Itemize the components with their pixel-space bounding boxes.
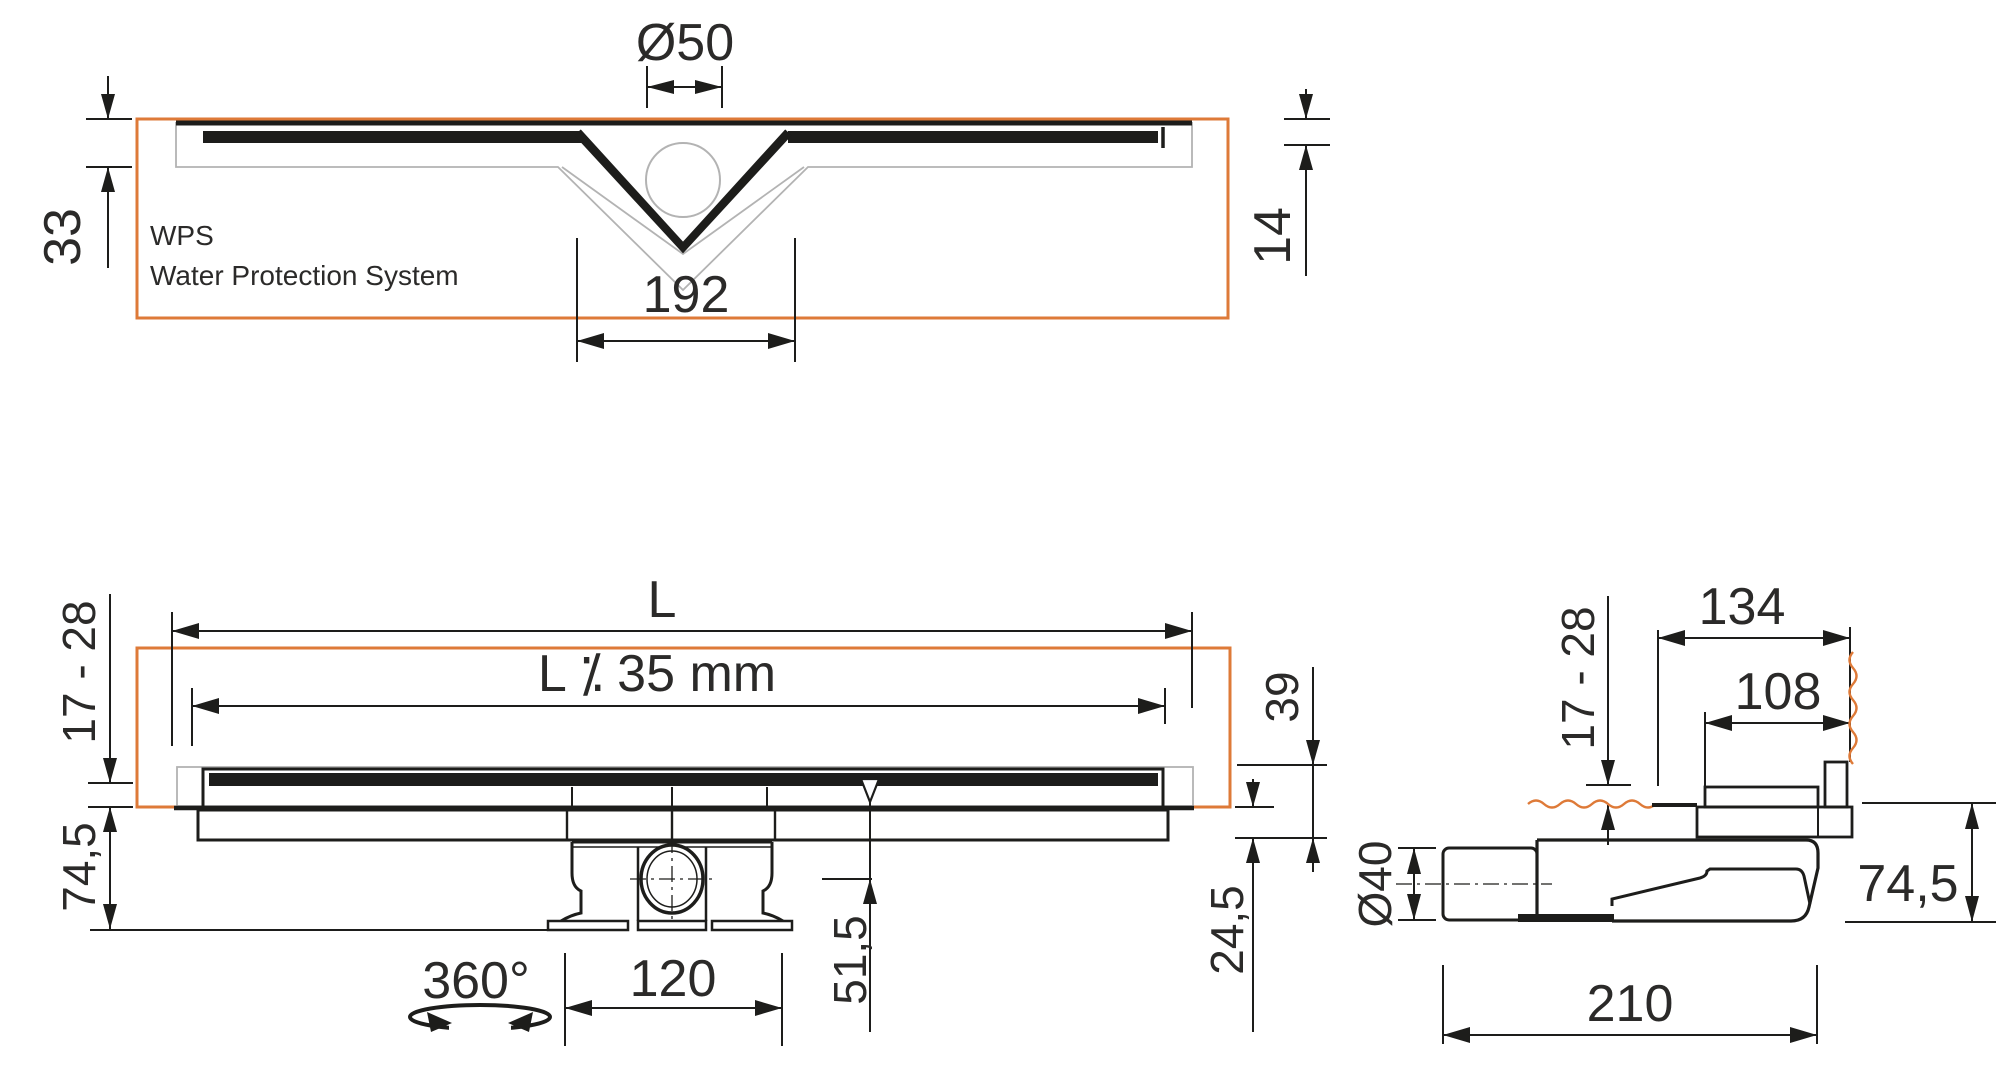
dim-edge-height-front: 39 <box>1235 667 1327 872</box>
dim-body-height: 24,5 <box>1201 779 1274 1032</box>
drain-trap <box>546 837 794 932</box>
dim-edge-height: 33 <box>34 76 132 268</box>
side-upstand <box>1823 760 1849 809</box>
grate-bar-right <box>788 131 1158 143</box>
dim-edge-height-label: 33 <box>34 208 92 266</box>
dim-channel-width-label: 192 <box>643 266 730 324</box>
trap-centerlines <box>630 837 714 921</box>
dim-grate-length: L ⁒ 35 mm <box>191 645 1166 746</box>
dim-tile-thickness-front: 17 - 28 <box>53 594 133 832</box>
dim-outlet-depth-label: 51,5 <box>824 915 876 1005</box>
outlet-pipe-circle <box>645 142 721 218</box>
trap-body-base <box>1518 914 1614 922</box>
channel-pan-outline <box>175 122 1193 292</box>
grate-bar <box>209 773 1158 786</box>
dim-tile-thickness-side-label: 17 - 28 <box>1552 606 1604 749</box>
dim-tile-thickness-side: 17 - 28 <box>1552 596 1631 845</box>
trap-internal-profile <box>1610 867 1812 906</box>
dim-outlet-depth: 51,5 <box>822 777 881 1032</box>
dim-tile-thickness-front-label: 17 - 28 <box>53 600 105 743</box>
flange-outline <box>176 766 1194 807</box>
dim-edge-height-front-label: 39 <box>1256 671 1308 722</box>
dim-grate-width: 108 <box>1704 663 1850 786</box>
dim-swivel-label: 360° <box>422 952 530 1010</box>
dim-grate-width-label: 108 <box>1735 663 1822 721</box>
wps-highlight-box <box>135 117 1230 320</box>
wps-title: WPS <box>150 220 214 251</box>
trap-foot-left <box>546 919 630 932</box>
dim-grate-recess: 14 <box>1244 89 1330 276</box>
wall-break-squiggle <box>1848 651 1858 765</box>
side-flange-top <box>1703 785 1820 809</box>
side-flange-band <box>1695 805 1854 839</box>
dim-grate-length-label: L ⁒ 35 mm <box>538 645 776 703</box>
channel-body <box>196 808 1170 842</box>
channel-pan-inner-outline <box>561 166 805 256</box>
dim-trap-width-label: 120 <box>630 950 717 1008</box>
front-view: L L ⁒ 35 mm 17 - 28 74,5 <box>53 571 1327 1046</box>
grate-bar-left <box>203 131 583 143</box>
v-channel-wall-split <box>580 127 786 242</box>
dim-install-height-front-label: 74,5 <box>53 822 105 912</box>
side-view: 134 108 17 - 28 <box>1349 578 1996 1044</box>
channel-frame <box>201 767 1165 806</box>
dim-body-height-label: 24,5 <box>1201 885 1253 975</box>
dim-outlet-diameter-label: Ø50 <box>636 14 734 72</box>
trap-foot-right <box>710 919 794 932</box>
section-view: Ø50 33 14 192 WPS Water Protection Syste… <box>34 14 1330 362</box>
dim-flange-width-label: 134 <box>1699 578 1786 636</box>
wps-subtitle: Water Protection System <box>150 260 459 291</box>
dim-install-height-side: 74,5 <box>1845 802 1996 923</box>
tile-break-squiggle <box>1527 799 1657 809</box>
dim-trap-width: 120 <box>564 950 783 1046</box>
dim-install-height-front: 74,5 <box>53 807 548 931</box>
dim-body-length-label: 210 <box>1587 975 1674 1033</box>
dim-grate-recess-label: 14 <box>1244 207 1302 265</box>
dim-pipe-diameter-label: Ø40 <box>1349 841 1401 928</box>
trap-foot-center <box>636 919 708 932</box>
trap-body-outline <box>1537 838 1820 923</box>
rotation-360-icon <box>408 1003 552 1034</box>
dim-body-length: 210 <box>1442 965 1818 1044</box>
level-reference-icon <box>859 777 881 806</box>
dim-total-length-label: L <box>648 571 677 629</box>
dim-channel-width: 192 <box>576 238 796 362</box>
swivel-annotation: 360° <box>408 952 552 1034</box>
dim-pipe-diameter: Ø40 <box>1349 841 1436 928</box>
dim-total-length: L <box>171 571 1193 746</box>
dim-flange-width: 134 <box>1657 578 1851 786</box>
dim-install-height-side-label: 74,5 <box>1857 855 1958 913</box>
v-channel-walls <box>574 128 792 254</box>
dim-outlet-diameter: Ø50 <box>636 14 734 108</box>
